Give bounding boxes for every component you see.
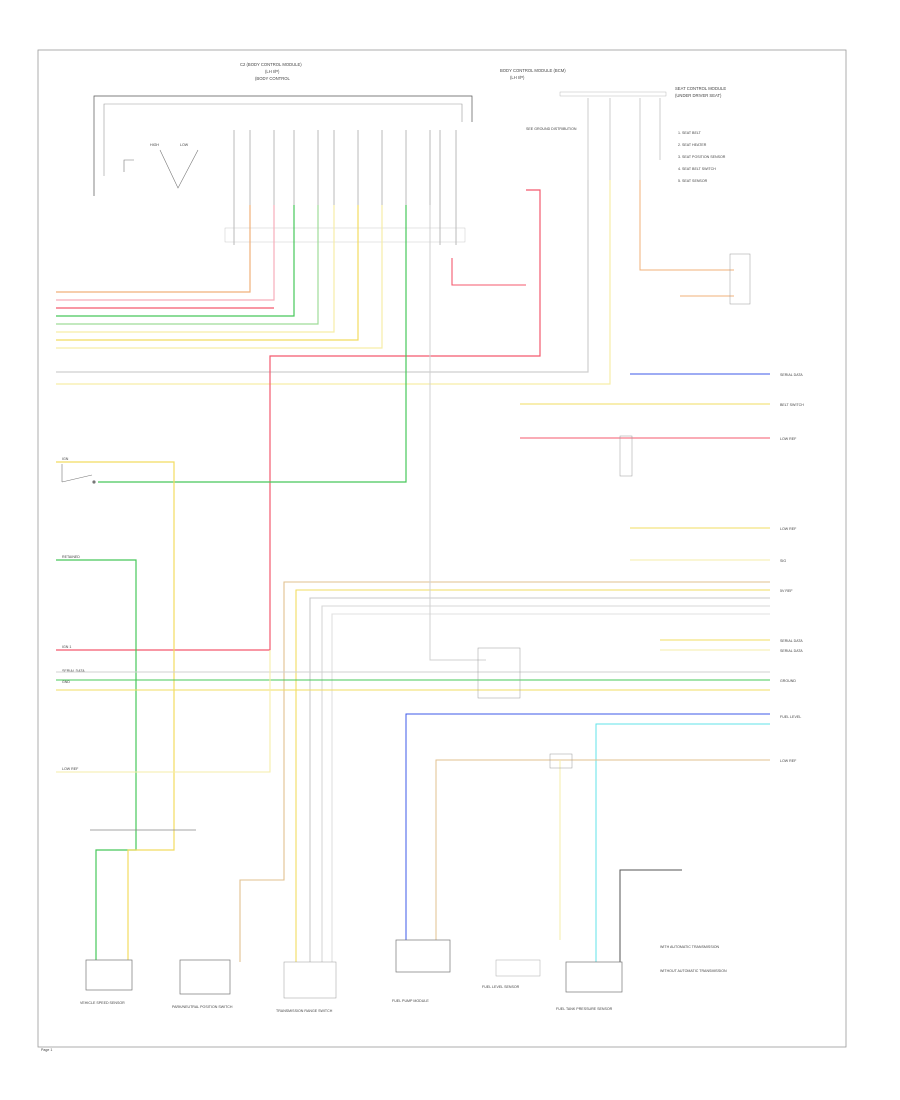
wire-orange-1 <box>56 205 251 293</box>
component-label-5: FUEL LEVEL SENSOR <box>482 985 520 989</box>
component-box-1 <box>85 959 133 991</box>
component-box-6 <box>565 961 623 993</box>
wire-bus-top <box>56 180 611 385</box>
wire-lightgreen-1 <box>56 205 319 325</box>
connector-top-title-3: (BODY CONTROL <box>255 76 290 81</box>
right-modules <box>405 180 770 962</box>
component-label-6: FUEL TANK PRESSURE SENSOR <box>556 1007 613 1011</box>
component-label-1: VEHICLE SPEED SENSOR <box>80 1001 125 1005</box>
notes: WITH AUTOMATIC TRANSMISSION WITHOUT AUTO… <box>660 945 727 973</box>
wire-gray-mid2 <box>321 605 770 962</box>
wire-green-drop <box>98 205 407 483</box>
left-switch <box>61 464 96 484</box>
left-label-a: IGN <box>62 457 69 461</box>
inline-connectors <box>477 253 751 769</box>
diagram-border <box>37 49 847 1048</box>
wire-yellow-2 <box>56 205 359 341</box>
wire-yellow-1 <box>56 205 335 333</box>
wire-yellow-mid <box>295 589 770 962</box>
wire-yellow-3 <box>56 205 383 349</box>
left-label-b: RETAINED <box>62 555 80 559</box>
wire-paleyellow-4 <box>56 180 611 385</box>
seat-module-sub: (UNDER DRIVER SEAT) <box>675 93 722 98</box>
wire-red-long <box>56 189 541 651</box>
component-label-4: FUEL PUMP MODULE <box>392 999 429 1003</box>
component-box-4 <box>395 939 451 973</box>
wire-green-left <box>56 559 137 960</box>
wire-tan-mid <box>239 581 770 962</box>
component-label-2: PARK/NEUTRAL POSITION SWITCH <box>172 1005 233 1009</box>
wire-pink-1 <box>56 205 275 301</box>
connector-top-pins <box>224 130 466 245</box>
note-2: WITHOUT AUTOMATIC TRANSMISSION <box>660 969 727 973</box>
connector-top-title-2: (LH I/P) <box>265 69 280 74</box>
wire-gray-mid3 <box>331 613 770 962</box>
bcm-sub: (LH I/P) <box>510 75 525 80</box>
wire-gray-mid <box>309 597 770 962</box>
component-box-5 <box>495 959 541 977</box>
wire-bus-mid <box>56 581 770 962</box>
connector-top: C2 (BODY CONTROL MODULE) (LH I/P) (BODY … <box>93 62 473 245</box>
left-labels: IGN RETAINED IGN 1 SERIAL DATA GND LOW R… <box>62 457 85 771</box>
right-label-2: BELT SWITCH <box>780 403 804 407</box>
wire-gray-1 <box>56 180 589 373</box>
right-labels: SERIAL DATA BELT SWITCH LOW REF LOW REF … <box>780 373 804 763</box>
page-footer: Page 1 <box>41 1048 52 1052</box>
seat-item-1: 1. SEAT BELT <box>678 131 702 135</box>
right-label-1: SERIAL DATA <box>780 373 803 377</box>
component-label-3: TRANSMISSION RANGE SWITCH <box>276 1009 333 1013</box>
wire-yellow-left <box>56 461 175 960</box>
right-label-8: SERIAL DATA <box>780 649 803 653</box>
wire-cyan-bottom <box>595 723 770 962</box>
right-label-10: FUEL LEVEL <box>780 715 801 719</box>
seat-item-3: 3. SEAT POSITION SENSOR <box>678 155 726 159</box>
bcm-label-group: BODY CONTROL MODULE (BCM) (LH I/P) SEE G… <box>500 68 577 131</box>
component-box-3 <box>283 961 337 999</box>
svg-text:HIGH: HIGH <box>150 143 159 147</box>
bcm-title: BODY CONTROL MODULE (BCM) <box>500 68 566 73</box>
seat-item-2: 2. SEAT HEATER <box>678 143 707 147</box>
wire-gray-vert <box>429 205 486 661</box>
note-1: WITH AUTOMATIC TRANSMISSION <box>660 945 720 949</box>
wire-blue-bottom <box>405 713 770 940</box>
right-label-3: LOW REF <box>780 437 797 441</box>
right-label-5: SIG <box>780 559 786 563</box>
bcm-inset: SEE GROUND DISTRIBUTION <box>526 127 577 131</box>
bottom-components: VEHICLE SPEED SENSOR PARK/NEUTRAL POSITI… <box>80 829 623 1013</box>
seat-module-block: SEAT CONTROL MODULE (UNDER DRIVER SEAT) … <box>559 86 726 183</box>
seat-item-4: 4. SEAT BELT SWITCH <box>678 167 716 171</box>
component-box-2 <box>179 959 231 995</box>
left-label-d: SERIAL DATA <box>62 669 85 673</box>
left-label-c: IGN 1 <box>62 645 71 649</box>
seat-item-5: 5. SEAT SENSOR <box>678 179 708 183</box>
right-label-4: LOW REF <box>780 527 797 531</box>
wire-yellow-low <box>56 650 271 773</box>
right-label-9: GROUND <box>780 679 796 683</box>
left-label-e: GND <box>62 680 70 684</box>
wire-green-1 <box>56 205 295 317</box>
svg-text:LOW: LOW <box>180 143 189 147</box>
wire-black-ground <box>619 869 682 962</box>
wire-orange-right <box>639 180 734 271</box>
right-label-7: SERIAL DATA <box>780 639 803 643</box>
connector-top-title-1: C2 (BODY CONTROL MODULE) <box>240 62 302 67</box>
right-label-6: 5V REF <box>780 589 793 593</box>
seat-module-title: SEAT CONTROL MODULE <box>675 86 726 91</box>
right-label-11: LOW REF <box>780 759 797 763</box>
wire-pink-long <box>451 258 526 286</box>
left-label-f: LOW REF <box>62 767 79 771</box>
wire-orange-bottom <box>435 759 770 940</box>
